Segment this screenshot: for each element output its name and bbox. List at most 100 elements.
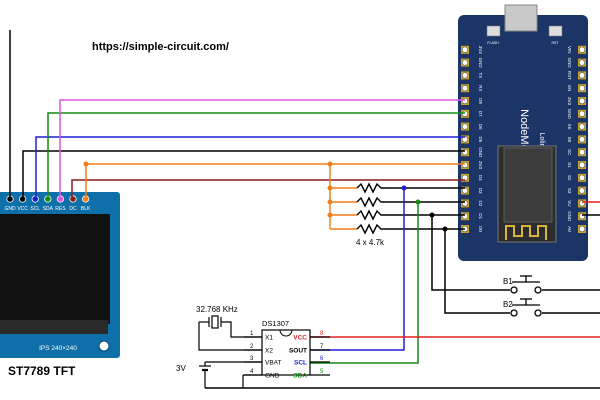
ds1307-pin-number: 5 [320,369,324,375]
nodemcu-pin-label: D2 [478,201,483,207]
nodemcu-pin-label: S0 [567,137,572,143]
wire-b2 [444,229,510,314]
nodemcu-pin-label: GND [567,211,572,222]
wire-vcc-3v3 [22,150,465,198]
ds1307-pin-name: VCC [293,335,307,342]
source-url: https://simple-circuit.com/ [92,41,229,53]
nodemcu-pin-label: GND [478,58,483,69]
battery-label: 3V [176,364,186,373]
pin-s2 [578,174,586,181]
nodemcu-pin-label: D0 [478,226,483,232]
resistors-label: 4 x 4.7k [356,238,385,247]
nodemcu-board: FLASH RST NodeMcu v3 Lolin D0D1D2D3D43V3… [458,4,588,261]
nodemcu-pin-label: A0 [567,226,572,232]
pin-rx [461,85,469,92]
button-b2-label: B2 [503,300,513,309]
wire-dc [71,179,465,198]
usb-port [504,4,538,32]
ds1307-pin-name: SCL [294,360,307,367]
nodemcu-pin-label: 3V3 [478,161,483,170]
nodemcu-pin-label: D7 [478,111,483,117]
button-b1-label: B1 [503,277,513,286]
wire-rtc-scl [310,188,405,351]
ds1307-pin-number: 3 [250,356,254,362]
tft-pin-dc [69,195,77,203]
pin-d6 [461,123,469,130]
pin-rst [578,72,586,79]
nodemcu-pin-label: D8 [478,98,483,104]
pin-d7 [461,110,469,117]
nodemcu-pin-label: RST [567,71,572,80]
pin-vin [578,46,586,53]
pin-3v3 [461,161,469,169]
nodemcu-pin-label: 3V3 [567,97,572,106]
junction-dot [327,161,333,167]
ds1307-pin-number: 8 [320,331,324,337]
rst-label: RST [552,41,560,45]
pin-gnd [461,59,469,66]
pin-sk [578,123,586,130]
wifi-antenna [505,225,547,240]
pin-a0 [578,225,586,233]
nodemcu-pin-label: EN [567,85,572,91]
ds1307-body [261,329,311,376]
resistor-r4 [356,223,465,235]
nodemcu-pin-label: 3V3 [478,46,483,55]
flash-label: FLASH [487,41,499,45]
ds1307-pin-number: 4 [250,369,254,375]
nodemcu-pin-label: D6 [478,124,483,130]
ds1307-pin-name: X2 [265,348,273,355]
ds1307-pin-name: SDA [293,373,307,380]
tft-screen [0,214,110,324]
ds1307-pin-name: VBAT [265,360,282,367]
tft-pin-label: DC [69,206,77,212]
junction-dot [327,199,333,205]
ds1307-pin-name: SOUT [289,348,307,355]
nodemcu-pin-label: GND [478,147,483,158]
nodemcu-pin-label: S1 [567,162,572,168]
pushbutton-b2 [510,298,542,317]
tft-pin-label: SCL [30,206,40,212]
nodemcu-pin-label: VIN [567,46,572,54]
ds1307-pin-name: GND [265,373,280,380]
nodemcu-pin-label: GND [567,109,572,120]
tft-pin-label: BLK [81,206,91,212]
tft-pin-scl [31,195,39,203]
tft-pin-label: VCC [17,206,28,212]
resistor-r1 [356,182,465,194]
nodemcu-pin-label: D3 [478,188,483,194]
junction-dot [442,226,448,232]
nodemcu-pin-label: D4 [478,175,483,181]
tft-pin-label: SDA [43,206,54,212]
pullup-resistors [83,161,465,235]
tft-pin-label: RES [55,206,66,212]
pin-gnd [461,149,469,156]
tft-panel-label: IPS 240×240 [39,345,77,352]
nodemcu-pin-label: GND [567,58,572,69]
pin-s1 [578,161,586,169]
nodemcu-pin-label: D1 [478,213,483,219]
esp-shield [503,147,553,223]
nodemcu-pin-label: S2 [567,175,572,181]
tft-pin-label: GND [4,206,16,212]
pin-gnd [578,59,586,66]
flash-button [486,25,501,37]
pin-s3 [578,187,586,194]
pin-sc [578,149,586,156]
tft-title: ST7789 TFT [8,364,76,378]
tft-ribbon [0,320,108,334]
ds1307-pin-number: 2 [250,344,254,350]
nodemcu-sub: Lolin [538,133,545,148]
nodemcu-pin-label: RX [478,85,483,91]
wire-sda [47,112,465,198]
pin-3v3 [461,46,469,53]
pin-3v3 [578,97,586,105]
pin-gnd [578,213,586,220]
ds1307-pin-number: 6 [320,356,324,362]
tft-mount-hole [98,340,110,352]
nodemcu-pin-label: SK [567,124,572,130]
nodemcu-pin-label: TX [478,73,483,79]
nodemcu-pin-label: S3 [567,188,572,194]
